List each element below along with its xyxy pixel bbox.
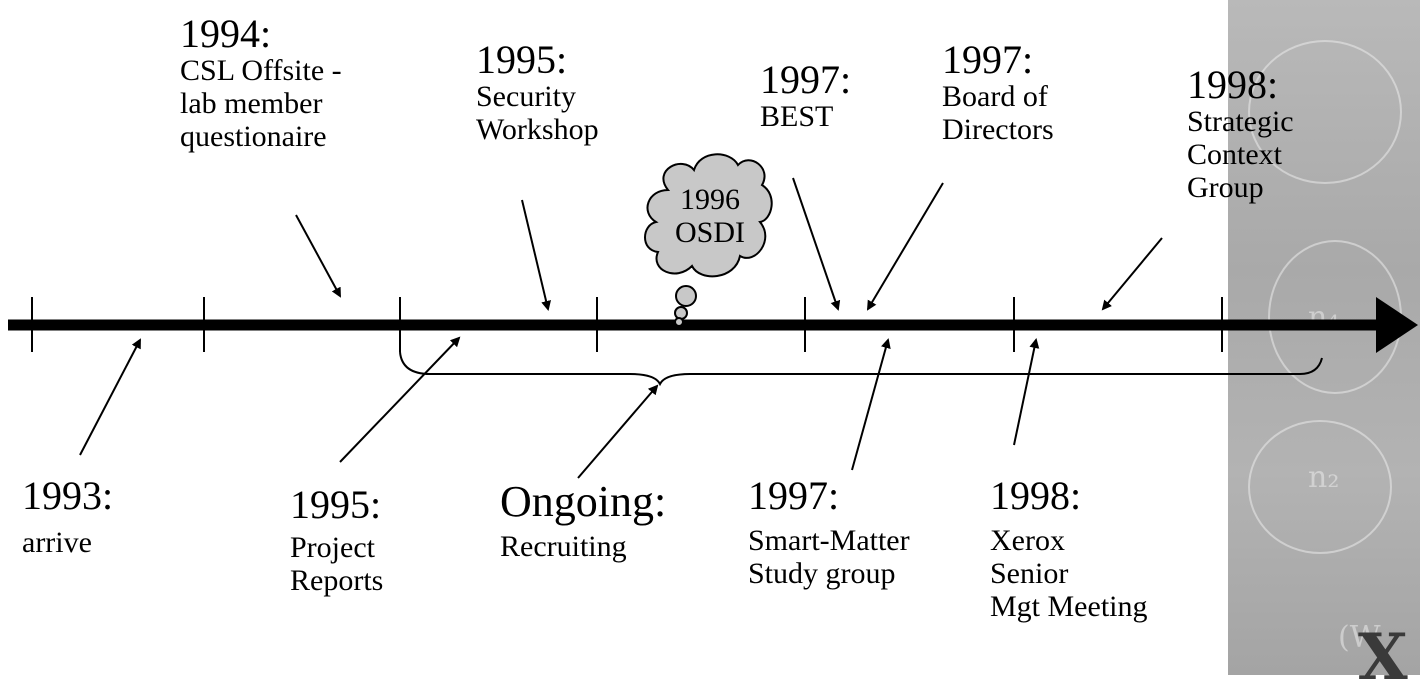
event-text: Directors — [942, 113, 1054, 146]
event-text: Reports — [290, 564, 384, 597]
timeline-graphics — [8, 153, 1418, 479]
timeline-arrowhead — [1376, 297, 1418, 353]
event-text: questionaire — [180, 120, 327, 153]
event-year: 1998: — [1187, 62, 1279, 107]
event-year: 1993: — [22, 473, 114, 518]
event-1995-security: 1995: Security Workshop — [476, 37, 599, 147]
event-1997-smartmatter: 1997: Smart-Matter Study group — [748, 473, 910, 591]
event-1994: 1994: CSL Offsite - lab member questiona… — [180, 11, 342, 154]
event-year: 1997: — [748, 473, 840, 518]
event-year: 1998: — [990, 473, 1082, 518]
event-year: 1994: — [180, 11, 272, 56]
decorative-glyph: n₂ — [1308, 460, 1340, 495]
recruiting-brace — [399, 351, 1323, 387]
event-text: Board of — [942, 80, 1048, 113]
event-ongoing-recruiting: Ongoing: Recruiting — [500, 477, 667, 564]
arrow-1997-board — [866, 182, 944, 311]
event-text: Context — [1187, 138, 1282, 171]
event-text: Project — [290, 531, 375, 564]
event-text: Recruiting — [500, 530, 627, 563]
timeline-diagram: n₄ n₂ (W — [8, 0, 1420, 690]
cloud-line: 1996 — [680, 183, 740, 216]
event-1993: 1993: arrive — [22, 473, 114, 560]
event-text: Workshop — [476, 113, 599, 146]
event-text: Study group — [748, 557, 896, 590]
arrow-1995-reports — [339, 336, 461, 463]
event-year: 1995: — [476, 37, 568, 82]
event-text: CSL Offsite - — [180, 54, 342, 87]
event-text: Security — [476, 80, 576, 113]
arrow-1998-xerox — [1013, 338, 1040, 446]
event-text: Strategic — [1187, 105, 1294, 138]
arrow-1994 — [295, 214, 341, 298]
event-year: Ongoing: — [500, 477, 667, 526]
event-1997-board: 1997: Board of Directors — [942, 37, 1054, 147]
osdi-cloud-label: 1996 OSDI — [655, 183, 765, 249]
event-1997-best: 1997: BEST — [760, 57, 852, 134]
event-text: Mgt Meeting — [990, 590, 1148, 623]
cloud-line: OSDI — [674, 216, 745, 249]
decorative-glyph: (W — [1338, 620, 1381, 655]
event-text: Group — [1187, 171, 1264, 204]
timeline-ticks — [31, 297, 1223, 352]
arrow-1997-best — [792, 177, 841, 311]
event-text: lab member — [180, 87, 323, 120]
osdi-cloud — [644, 153, 773, 327]
arrow-1997-smartmatter — [851, 338, 891, 471]
arrow-ongoing — [577, 384, 659, 479]
event-text: Senior — [990, 557, 1069, 590]
decorative-circle — [1248, 40, 1402, 184]
event-text: Xerox — [990, 524, 1065, 557]
arrow-1998-strategic — [1101, 237, 1163, 311]
decorative-circle — [1248, 420, 1392, 554]
event-text: BEST — [760, 100, 834, 133]
event-1995-reports: 1995: Project Reports — [290, 482, 384, 598]
xerox-logo: X — [1358, 620, 1408, 695]
event-year: 1995: — [290, 482, 382, 527]
event-year: 1997: — [942, 37, 1034, 82]
arrow-1995-security — [521, 199, 552, 311]
event-year: 1997: — [760, 57, 852, 102]
event-1998-strategic: 1998: Strategic Context Group — [1187, 62, 1294, 205]
event-text: Smart-Matter — [748, 524, 910, 557]
event-1998-xerox: 1998: Xerox Senior Mgt Meeting — [990, 473, 1148, 624]
arrow-1993 — [79, 338, 141, 456]
event-text: arrive — [22, 526, 92, 559]
